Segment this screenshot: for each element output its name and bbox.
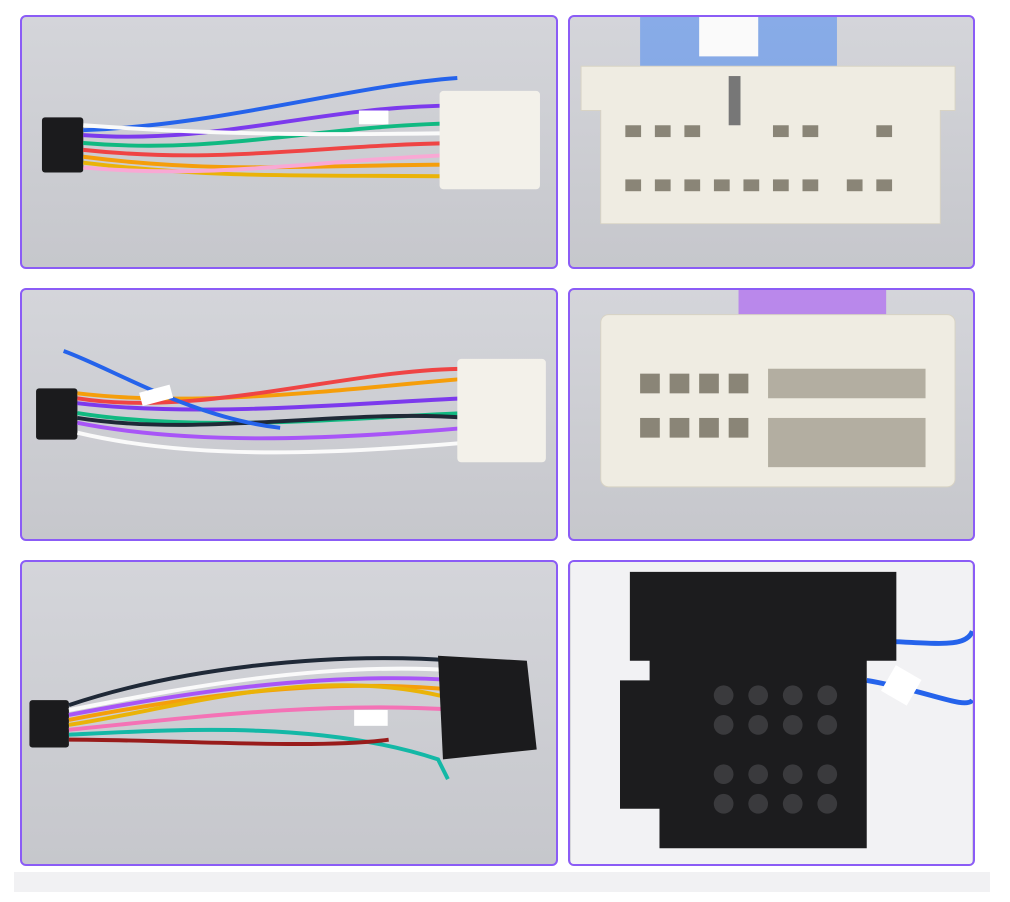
photo-harness-2[interactable] <box>20 288 558 541</box>
photo-connector-closeup-1[interactable] <box>568 15 975 269</box>
photo-harness-iso[interactable] <box>20 560 558 866</box>
photo-connector-closeup-2[interactable] <box>568 288 975 541</box>
connector-closeup-image <box>600 290 956 488</box>
bottom-strip <box>14 872 990 892</box>
wire-harness-image <box>36 349 546 463</box>
photo-harness-1[interactable] <box>20 15 558 269</box>
photo-iso-connector-closeup[interactable] <box>568 560 975 866</box>
wire-harness-image <box>29 655 537 781</box>
connector-closeup-image <box>580 17 956 225</box>
connector-closeup-image <box>570 562 973 864</box>
wire-harness-image <box>41 76 540 190</box>
